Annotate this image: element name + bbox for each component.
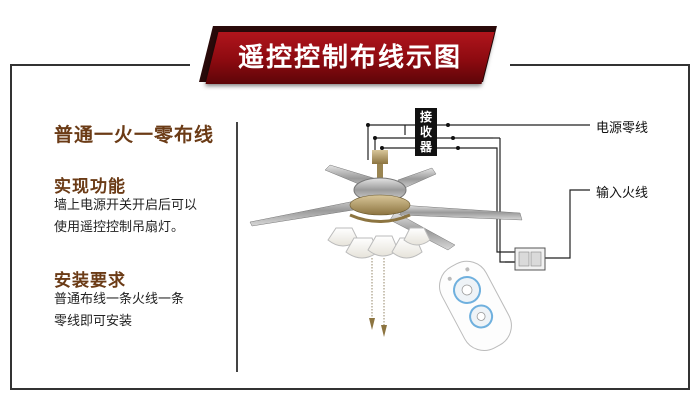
neutral-wire-top bbox=[367, 124, 590, 160]
requirement-description: 普通布线一条火线一条 零线即可安装 bbox=[54, 289, 184, 333]
receiver-label: 接 收 器 bbox=[419, 110, 432, 154]
frame-top-line-right bbox=[510, 64, 690, 66]
remote-control-icon bbox=[439, 260, 512, 351]
neutral-wire-label: 电源零线 bbox=[596, 121, 649, 136]
frame-top-line-left bbox=[10, 64, 190, 66]
function-line-1: 墙上电源开关开启后可以 bbox=[54, 198, 198, 213]
live-wire-label: 输入火线 bbox=[596, 186, 649, 201]
function-line-2: 使用遥控控制吊扇灯。 bbox=[54, 220, 185, 235]
title-banner: 遥控控制布线示图 bbox=[199, 20, 500, 92]
receiver-box bbox=[415, 108, 437, 156]
function-description: 墙上电源开关开启后可以 使用遥控控制吊扇灯。 bbox=[54, 195, 197, 239]
requirement-line-1: 普通布线一条火线一条 bbox=[54, 292, 185, 307]
column-divider bbox=[236, 122, 238, 372]
requirement-heading: 安装要求 bbox=[54, 271, 126, 291]
diagram-title: 遥控控制布线示图 bbox=[237, 43, 462, 73]
wiring-type-heading: 普通一火一零布线 bbox=[54, 124, 215, 146]
outer-frame bbox=[10, 64, 690, 390]
requirement-line-2: 零线即可安装 bbox=[54, 314, 133, 329]
function-heading: 实现功能 bbox=[54, 177, 126, 197]
ceiling-fan-light-icon bbox=[249, 150, 523, 337]
wall-switch-icon bbox=[514, 247, 546, 271]
live-wire bbox=[545, 189, 590, 259]
wire-dots bbox=[366, 123, 460, 150]
